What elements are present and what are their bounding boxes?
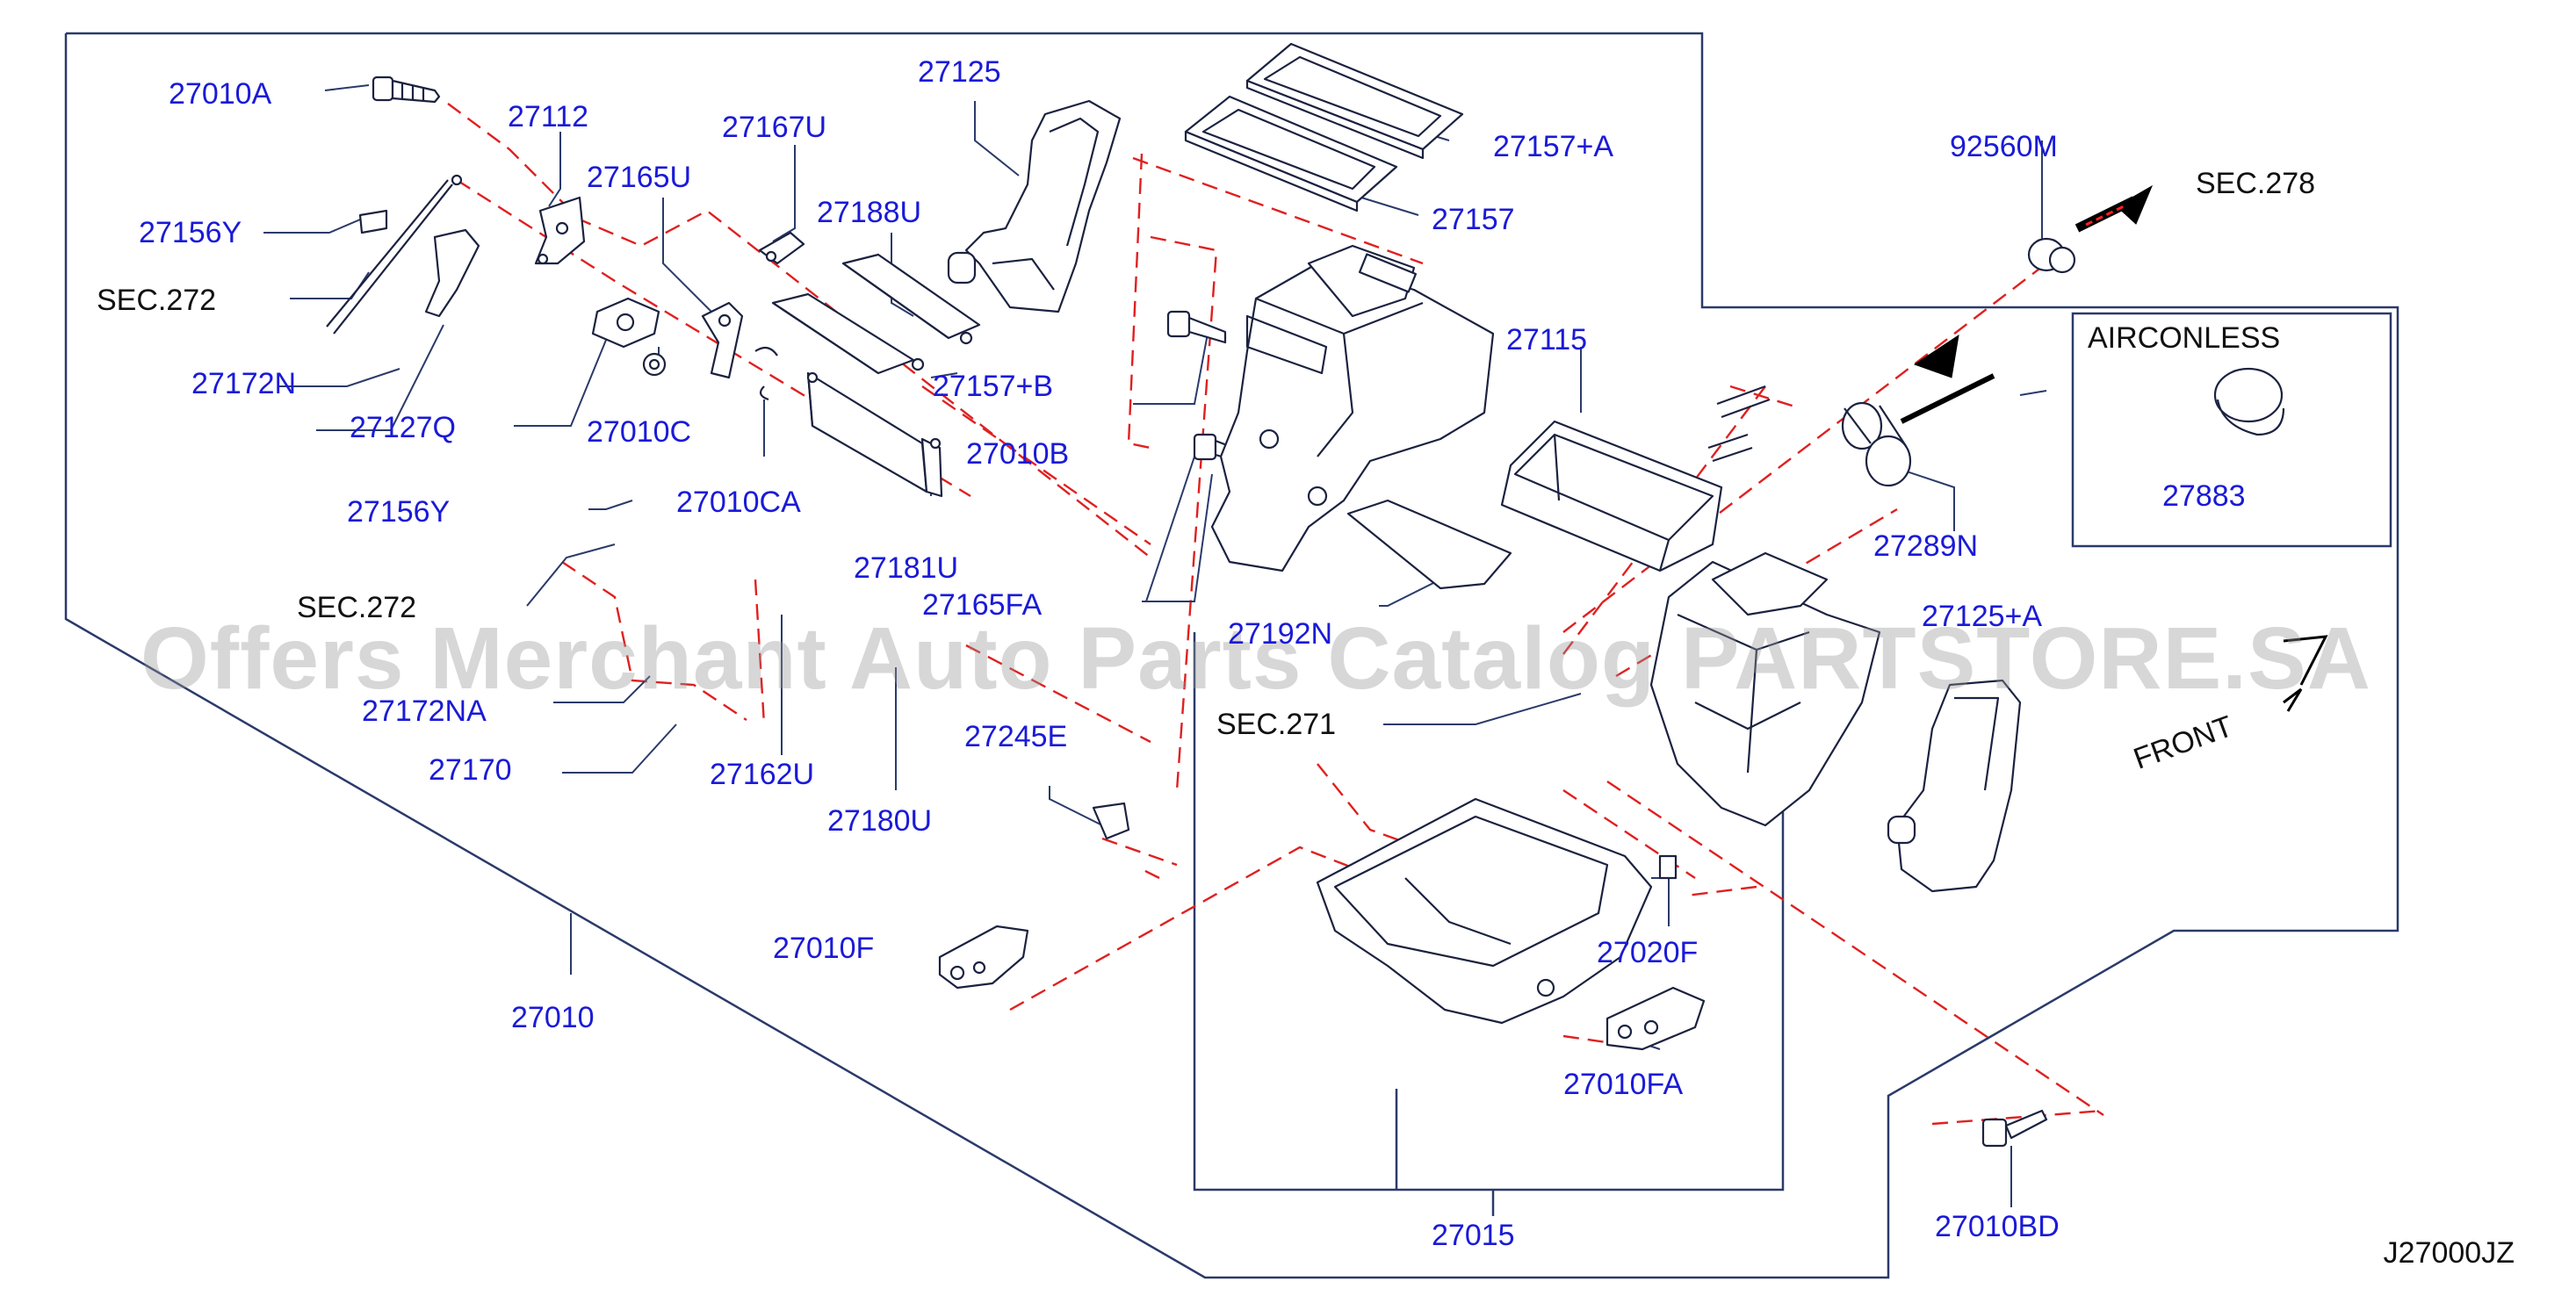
part-label-27010b[interactable]: 27010B xyxy=(966,437,1070,471)
part-label-27156y-lower[interactable]: 27156Y xyxy=(347,495,451,529)
door-27181u xyxy=(806,371,943,498)
housing-27015-lower xyxy=(1316,797,1678,1025)
grommet-92560m xyxy=(2027,237,2076,274)
part-label-92560m[interactable]: 92560M xyxy=(1950,130,2058,163)
part-label-27010fa[interactable]: 27010FA xyxy=(1563,1068,1684,1101)
clip-27010ca xyxy=(754,346,778,401)
link-27112 xyxy=(534,196,586,265)
section-ref-272-lower[interactable]: SEC.272 xyxy=(297,591,417,624)
cap-27883 xyxy=(2213,367,2285,436)
bracket-27010fa xyxy=(1605,986,1706,1051)
part-label-27883[interactable]: 27883 xyxy=(2162,479,2246,513)
part-label-27162u[interactable]: 27162U xyxy=(710,758,815,791)
leader-lines xyxy=(263,84,2047,1207)
rod-27156y-upper xyxy=(326,174,463,335)
part-label-27125[interactable]: 27125 xyxy=(918,55,1001,89)
part-label-27165fa[interactable]: 27165FA xyxy=(922,588,1043,622)
part-label-27127q[interactable]: 27127Q xyxy=(350,411,456,444)
door-27188u xyxy=(771,253,981,375)
part-label-27112[interactable]: 27112 xyxy=(508,100,589,133)
watermark: Offers Merchant Auto Parts Catalog PARTS… xyxy=(141,609,2371,708)
part-label-27165u[interactable]: 27165U xyxy=(587,161,692,194)
part-label-27180u[interactable]: 27180U xyxy=(827,804,933,838)
screw-27010a xyxy=(372,76,441,104)
part-label-27157a[interactable]: 27157+A xyxy=(1493,130,1614,163)
link-27165u xyxy=(701,301,744,379)
bracket-27010f xyxy=(938,925,1029,990)
bolt-27010b-a xyxy=(1166,310,1227,344)
part-label-27289n[interactable]: 27289N xyxy=(1873,529,1979,563)
part-label-27125a[interactable]: 27125+A xyxy=(1922,600,2043,633)
part-label-27157b[interactable]: 27157+B xyxy=(933,370,1054,403)
part-label-27156y-upper[interactable]: 27156Y xyxy=(139,216,242,249)
bolt-27010bd xyxy=(1981,1109,2048,1148)
filter-27157 xyxy=(1184,95,1398,212)
part-label-27172na[interactable]: 27172NA xyxy=(362,695,487,728)
part-label-27010ca[interactable]: 27010CA xyxy=(676,486,801,519)
heater-core-27115 xyxy=(1500,385,1771,572)
part-label-27115[interactable]: 27115 xyxy=(1506,323,1588,356)
section-ref-278[interactable]: SEC.278 xyxy=(2196,167,2316,200)
component-sketches xyxy=(326,42,2285,1148)
section-ref-271[interactable]: SEC.271 xyxy=(1216,708,1337,741)
part-label-27020f[interactable]: 27020F xyxy=(1597,936,1699,969)
filter-27157-a xyxy=(1245,42,1464,160)
part-label-27157[interactable]: 27157 xyxy=(1432,203,1515,236)
airconless-label: AIRCONLESS xyxy=(2088,321,2281,355)
bracket-27172n xyxy=(424,228,480,318)
direction-arrows xyxy=(1900,184,2328,712)
front-arrow-icon xyxy=(2283,635,2328,712)
part-label-27010bd[interactable]: 27010BD xyxy=(1935,1210,2060,1243)
part-label-27192n[interactable]: 27192N xyxy=(1228,617,1333,651)
clip-27245e xyxy=(1092,802,1130,840)
part-27127q xyxy=(591,297,660,349)
lever-27167u xyxy=(758,231,805,265)
housing-27015-upper xyxy=(1210,244,1495,572)
part-label-27245e[interactable]: 27245E xyxy=(964,720,1068,753)
part-label-27010f[interactable]: 27010F xyxy=(773,932,875,965)
grommet-27289n xyxy=(1841,401,1912,487)
part-label-27188u[interactable]: 27188U xyxy=(817,196,922,229)
part-label-27170[interactable]: 27170 xyxy=(429,753,512,787)
housing-27125a xyxy=(1649,551,1881,827)
duct-27125 xyxy=(947,99,1122,313)
part-label-27167u[interactable]: 27167U xyxy=(722,111,827,144)
diagram-ref-code: J27000JZ xyxy=(2383,1236,2515,1270)
duct-27125-a xyxy=(1887,679,2022,893)
assembly-boundary xyxy=(64,32,2399,1279)
section-ref-272-upper[interactable]: SEC.272 xyxy=(97,284,217,317)
part-label-27015[interactable]: 27015 xyxy=(1432,1219,1515,1252)
pad-27192n xyxy=(1346,499,1512,590)
part-label-27172n[interactable]: 27172N xyxy=(191,367,297,400)
part-label-27010c[interactable]: 27010C xyxy=(587,415,692,449)
part-label-27010a[interactable]: 27010A xyxy=(169,77,272,111)
part-label-27181u[interactable]: 27181U xyxy=(854,551,959,585)
part-label-27010[interactable]: 27010 xyxy=(511,1001,595,1034)
